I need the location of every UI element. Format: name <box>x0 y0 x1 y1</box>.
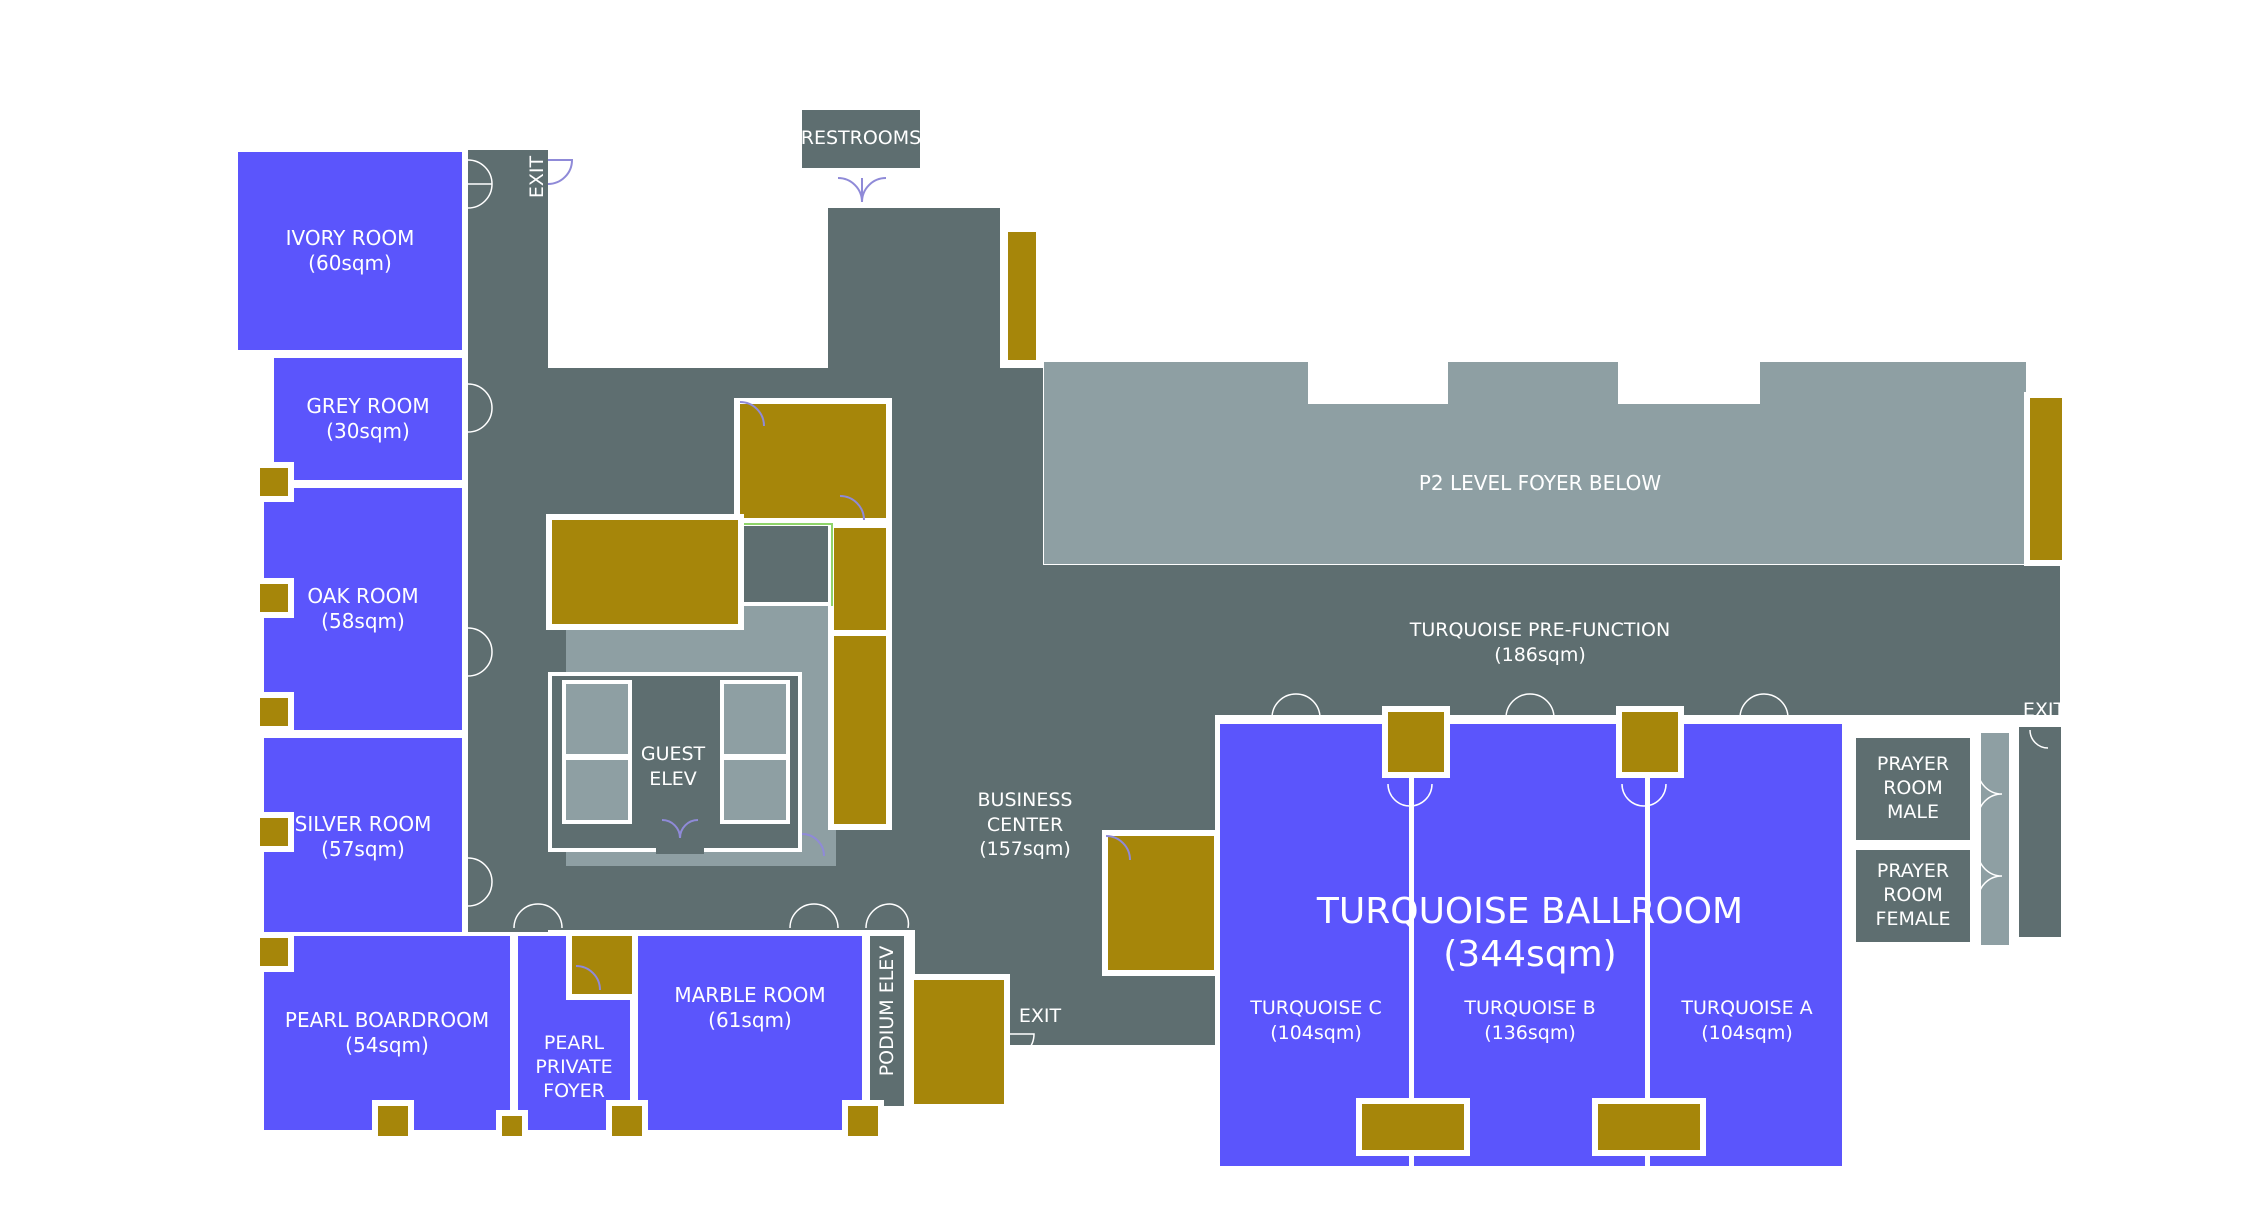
turquoise-b-name: TURQUOISE B <box>1464 997 1596 1019</box>
marble-room-name: MARBLE ROOM <box>674 983 826 1007</box>
storage-south-1 <box>372 1100 414 1142</box>
ballroom-partition-cb <box>1409 724 1414 1170</box>
grey-room-name: GREY ROOM <box>306 394 430 418</box>
turquoise-a[interactable]: TURQUOISE A(104sqm) <box>1654 996 1840 1045</box>
turquoise-b[interactable]: TURQUOISE B(136sqm) <box>1418 996 1642 1045</box>
east-exit-stair <box>2016 724 2064 940</box>
turquoise-c[interactable]: TURQUOISE C(104sqm) <box>1228 996 1404 1045</box>
storage-core-top <box>734 398 892 524</box>
prayer-room-female-name: PRAYER ROOM FEMALE <box>1875 860 1951 930</box>
prayer-room-male[interactable]: PRAYER ROOM MALE <box>1852 734 1974 844</box>
storage-south-2 <box>496 1110 528 1142</box>
business-center-name: BUSINESS CENTER <box>977 789 1073 836</box>
ivory-room[interactable]: IVORY ROOM(60sqm) <box>234 148 466 354</box>
grey-room-area: (30sqm) <box>326 419 410 443</box>
exit-bottom-label: EXIT <box>1018 1005 1062 1027</box>
ivory-room-name: IVORY ROOM <box>285 226 415 250</box>
storage-south-4 <box>842 1100 884 1142</box>
prefunction-label: TURQUOISE PRE-FUNCTION(186sqm) <box>1330 618 1750 667</box>
prayer-room-male-name: PRAYER ROOM MALE <box>1876 753 1950 823</box>
elevator-car-2 <box>562 756 632 824</box>
ballroom-area: (344sqm) <box>1443 934 1617 976</box>
storage-p2-east <box>2024 392 2068 566</box>
turquoise-ballroom[interactable] <box>1216 720 1846 1170</box>
pearl-boardroom-name: PEARL BOARDROOM <box>284 1008 490 1032</box>
ballroom-storage-south-2 <box>1592 1098 1706 1156</box>
core-shaft <box>740 522 832 606</box>
guest-elev-label: GUEST ELEV <box>640 743 706 790</box>
storage-restroom-side <box>1002 226 1042 366</box>
p2-foyer-label: P2 LEVEL FOYER BELOW <box>1418 471 1662 495</box>
storage-pearl-foyer <box>566 930 638 1000</box>
ivory-room-area: (60sqm) <box>308 251 392 275</box>
storage-west-2 <box>254 578 294 618</box>
prefunction-area: (186sqm) <box>1494 643 1586 666</box>
restrooms[interactable]: RESTROOMS <box>800 110 922 168</box>
silver-room-name: SILVER ROOM <box>294 812 432 836</box>
turquoise-a-name: TURQUOISE A <box>1681 997 1813 1019</box>
ballroom-storage-north-2 <box>1616 706 1684 778</box>
pearl-private-foyer-name: PEARL PRIVATE FOYER <box>535 1032 613 1102</box>
ballroom-storage-south-1 <box>1356 1098 1470 1156</box>
prayer-corridor <box>1978 730 2012 948</box>
ballroom-name: TURQUOISE BALLROOM <box>1316 891 1744 932</box>
pearl-boardroom-area: (54sqm) <box>345 1033 429 1057</box>
turquoise-c-name: TURQUOISE C <box>1250 997 1382 1019</box>
oak-room-area: (58sqm) <box>321 609 405 633</box>
p2-foyer-notch-2 <box>1618 362 1760 404</box>
p2-foyer-notch-1 <box>1308 362 1448 404</box>
turquoise-b-area: (136sqm) <box>1484 1021 1576 1044</box>
prefunction-name: TURQUOISE PRE-FUNCTION <box>1409 619 1671 641</box>
restrooms-label: RESTROOMS <box>800 127 922 150</box>
marble-room-area: (61sqm) <box>708 1008 792 1032</box>
turquoise-c-area: (104sqm) <box>1270 1021 1362 1044</box>
storage-core-left <box>546 514 744 630</box>
storage-west-1 <box>254 462 294 502</box>
oak-room-name: OAK ROOM <box>307 584 419 608</box>
exit-right-label: EXIT <box>2022 699 2066 721</box>
storage-west-3 <box>254 692 294 732</box>
restroom-corridor <box>828 208 1000 373</box>
turquoise-a-area: (104sqm) <box>1701 1021 1793 1044</box>
ballroom-partition-ba <box>1645 724 1650 1170</box>
storage-podium <box>908 974 1010 1110</box>
storage-south-3 <box>606 1100 648 1142</box>
ballroom-title: TURQUOISE BALLROOM(344sqm) <box>1230 890 1830 976</box>
business-center-label: BUSINESS CENTER(157sqm) <box>940 788 1110 862</box>
business-center-area: (157sqm) <box>979 838 1071 861</box>
prayer-room-female[interactable]: PRAYER ROOM FEMALE <box>1852 846 1974 946</box>
prefunction-area <box>1035 565 2060 715</box>
p2-foyer-below <box>1044 362 2026 564</box>
ballroom-storage-north-1 <box>1382 706 1450 778</box>
silver-room-area: (57sqm) <box>321 837 405 861</box>
storage-west-5 <box>254 932 294 972</box>
storage-west-4 <box>254 812 294 852</box>
podium-elevator[interactable] <box>866 932 908 1110</box>
grey-room[interactable]: GREY ROOM(30sqm) <box>270 354 466 484</box>
storage-core-right-2 <box>828 630 892 830</box>
elevator-car-4 <box>720 756 790 824</box>
marble-room[interactable]: MARBLE ROOM(61sqm) <box>634 932 866 1134</box>
